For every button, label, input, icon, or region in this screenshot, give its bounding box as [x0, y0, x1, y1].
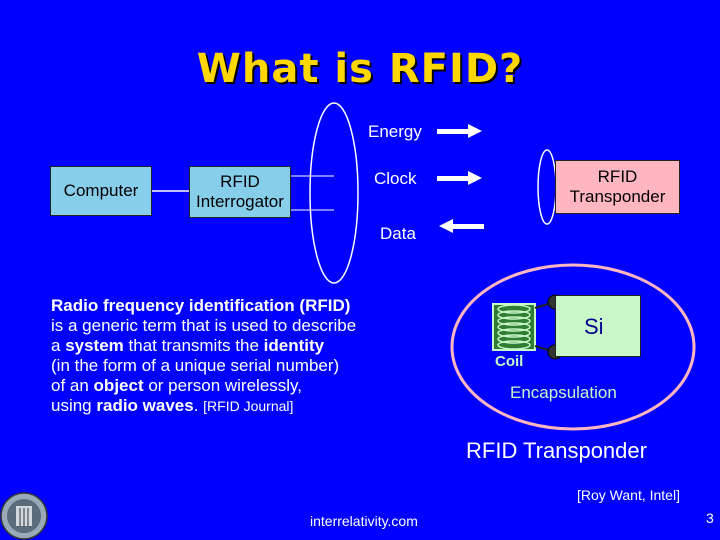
data-arrow-icon	[439, 219, 484, 233]
interrogator-antenna-icon	[309, 102, 359, 284]
encapsulation-circle	[450, 263, 696, 431]
desc-line5: of an object or person wirelessly,	[51, 376, 303, 395]
credit: [Roy Want, Intel]	[577, 487, 680, 503]
logo-icon	[0, 492, 48, 540]
energy-label: Energy	[368, 122, 422, 141]
transponder-antenna-icon	[537, 149, 557, 225]
desc-line4: (in the form of a unique serial number)	[51, 356, 340, 375]
data-label: Data	[380, 224, 416, 243]
encapsulation-label: Encapsulation	[510, 383, 617, 402]
citation: [RFID Journal]	[203, 398, 294, 414]
transponder-label-line1: RFID	[597, 167, 638, 186]
description-text: Radio frequency identification (RFID) is…	[51, 296, 431, 416]
desc-line1: Radio frequency identification (RFID)	[51, 296, 351, 315]
interrogator-label-line1: RFID	[220, 172, 260, 191]
desc-line3: a system that transmits the identity	[51, 336, 325, 355]
coil-icon	[492, 301, 556, 353]
desc-line2: is a generic term that is used to descri…	[51, 316, 357, 335]
desc-line6: using radio waves. [RFID Journal]	[51, 396, 294, 415]
chip-label: Si	[584, 314, 604, 339]
transponder-box: RFID Transponder	[555, 160, 680, 214]
transponder-label-line2: Transponder	[569, 187, 666, 206]
clock-arrow-icon	[437, 171, 482, 185]
transponder-caption: RFID Transponder	[466, 438, 647, 463]
footer-url: interrelativity.com	[310, 513, 418, 529]
computer-box: Computer	[50, 166, 152, 216]
energy-arrow-icon	[437, 124, 482, 138]
coil-label: Coil	[495, 353, 524, 370]
page-number: 3	[706, 510, 714, 526]
chip-box	[555, 295, 641, 357]
interrogator-box: RFID Interrogator	[189, 166, 291, 218]
interrogator-label-line2: Interrogator	[196, 192, 284, 211]
clock-label: Clock	[374, 169, 417, 188]
page-title: What is RFID?	[196, 46, 524, 92]
